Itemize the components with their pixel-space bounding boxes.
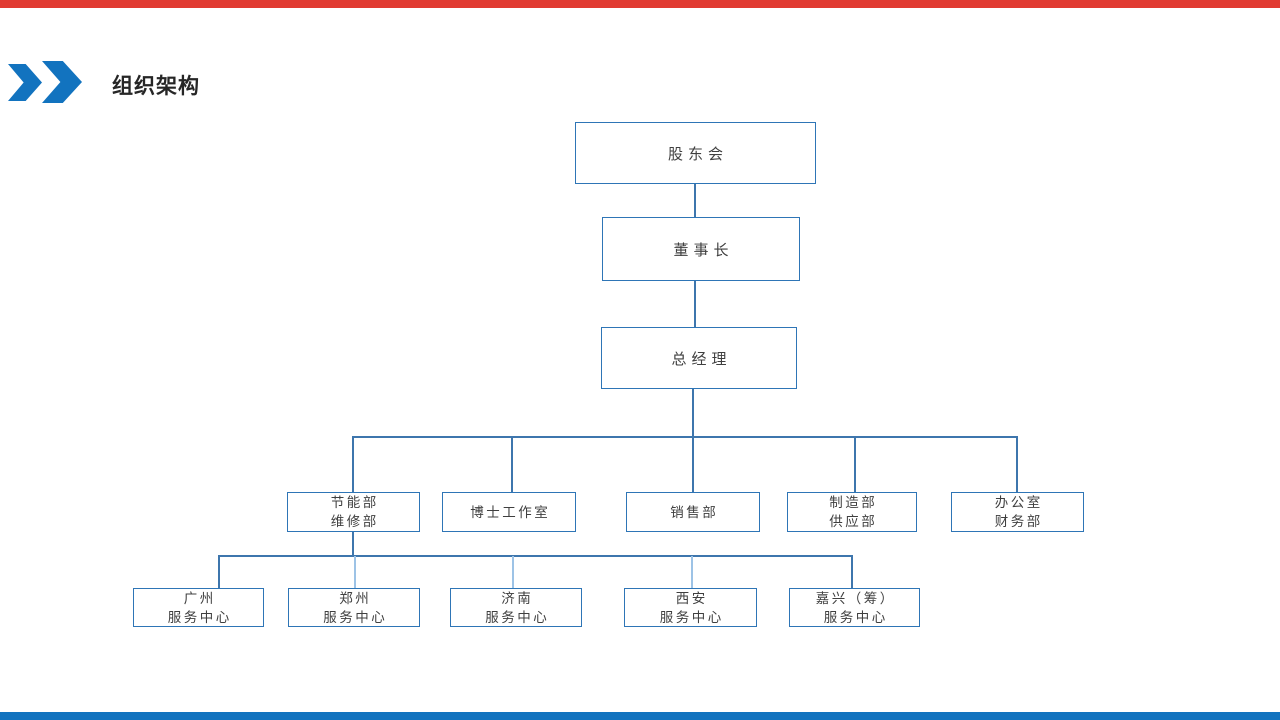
- double-chevron-icon: [42, 61, 82, 103]
- top-accent-bar: [0, 0, 1280, 8]
- node-label: 服务中心: [823, 609, 888, 625]
- node-label: 服务中心: [323, 609, 388, 625]
- connector-line: [694, 184, 696, 217]
- node-shareholders-meeting: 股东会: [575, 122, 816, 184]
- connector-line: [692, 389, 694, 437]
- connector-line: [352, 437, 354, 492]
- node-manufacturing-supply-dept: 制造部 供应部: [787, 492, 917, 532]
- connector-line: [352, 436, 1018, 438]
- connector-line: [511, 437, 513, 492]
- node-sales-dept: 销售部: [626, 492, 760, 532]
- node-label: 制造部: [829, 495, 878, 510]
- node-general-manager: 总经理: [601, 327, 797, 389]
- node-label: 服务中心: [485, 609, 550, 625]
- double-chevron-icon: [8, 64, 42, 101]
- connector-line: [854, 437, 856, 492]
- node-label: 服务中心: [659, 609, 724, 625]
- node-office-finance-dept: 办公室 财务部: [951, 492, 1084, 532]
- node-label: 广州: [183, 590, 216, 606]
- node-label: 郑州: [339, 590, 372, 606]
- node-label: 财务部: [994, 514, 1043, 529]
- node-chairman: 董事长: [602, 217, 800, 281]
- node-label: 维修部: [330, 514, 379, 529]
- node-label: 服务中心: [167, 609, 232, 625]
- node-zhengzhou-service-center: 郑州 服务中心: [288, 588, 420, 627]
- node-xian-service-center: 西安 服务中心: [624, 588, 757, 627]
- node-energy-saving-maintenance-dept: 节能部 维修部: [287, 492, 420, 532]
- node-guangzhou-service-center: 广州 服务中心: [133, 588, 264, 627]
- connector-line: [851, 556, 853, 588]
- node-label: 总经理: [671, 350, 732, 368]
- page-title: 组织架构: [112, 75, 200, 98]
- node-label: 董事长: [673, 241, 734, 259]
- bottom-accent-bar: [0, 712, 1280, 720]
- connector-line: [691, 556, 693, 588]
- connector-line: [218, 556, 220, 588]
- connector-line: [694, 281, 696, 327]
- node-label: 济南: [501, 590, 534, 606]
- node-label: 办公室: [994, 495, 1043, 510]
- node-label: 股东会: [667, 145, 728, 163]
- connector-line: [218, 555, 853, 557]
- node-label: 销售部: [670, 504, 719, 520]
- connector-line: [352, 532, 354, 556]
- connector-line: [1016, 437, 1018, 492]
- connector-line: [354, 556, 356, 588]
- node-label: 西安: [675, 590, 708, 606]
- connector-line: [512, 556, 514, 588]
- node-doctor-studio: 博士工作室: [442, 492, 576, 532]
- node-label: 节能部: [330, 495, 379, 510]
- node-jinan-service-center: 济南 服务中心: [450, 588, 582, 627]
- node-label: 供应部: [829, 514, 878, 529]
- connector-line: [692, 437, 694, 492]
- node-jiaxing-service-center: 嘉兴（筹） 服务中心: [789, 588, 920, 627]
- node-label: 嘉兴（筹）: [815, 590, 896, 606]
- node-label: 博士工作室: [470, 504, 551, 520]
